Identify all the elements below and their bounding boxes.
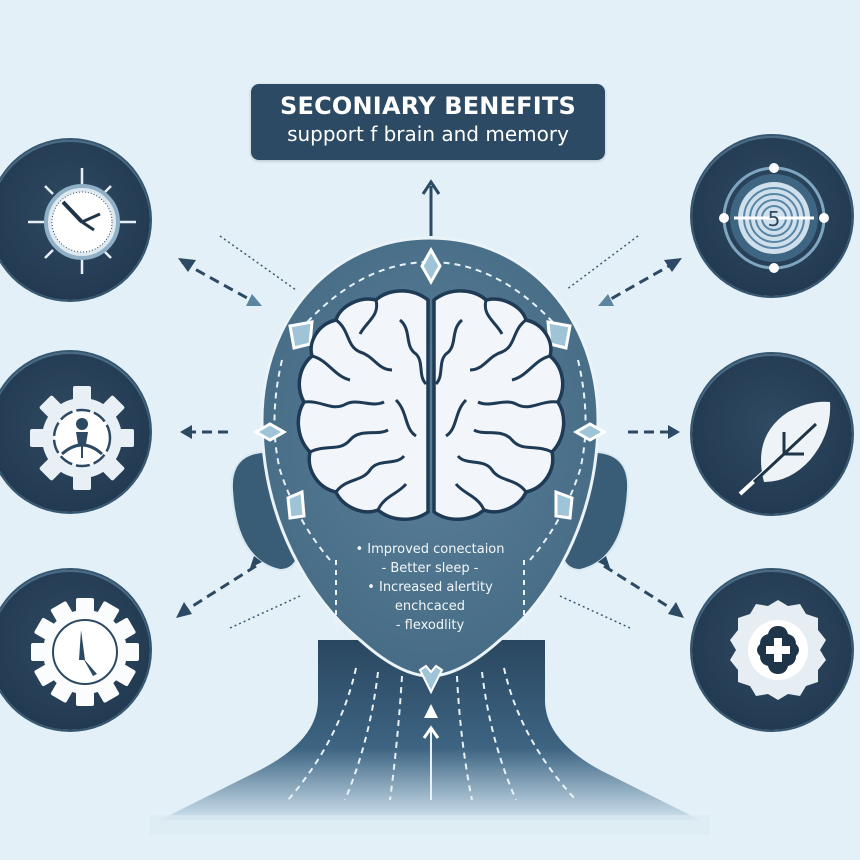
badge-plus-badge bbox=[692, 570, 852, 730]
svg-text:5: 5 bbox=[768, 207, 781, 231]
diamond-lr bbox=[554, 489, 574, 520]
diamond-ll bbox=[286, 489, 306, 520]
clock-icon bbox=[28, 168, 136, 274]
spiral-target-icon: 5 bbox=[719, 163, 829, 273]
benefits-list: • Improved conectaion - Better sleep - •… bbox=[330, 540, 530, 635]
title-banner: SECONIARY BENEFITS support f brain and m… bbox=[251, 84, 605, 160]
gear-clock-icon bbox=[31, 598, 139, 706]
leaf-icon bbox=[738, 401, 831, 496]
benefit-item: enchcaced bbox=[394, 599, 466, 614]
brain-icon bbox=[296, 289, 566, 521]
benefit-item: • Improved conectaion bbox=[355, 542, 505, 557]
benefit-item: • Increased alertity bbox=[367, 580, 493, 595]
spiral-target-badge: 5 bbox=[692, 136, 852, 296]
benefit-item: - flexodlity bbox=[395, 618, 465, 633]
clock-badge bbox=[0, 140, 150, 300]
chin-marker bbox=[418, 664, 444, 695]
diamond-ml bbox=[252, 422, 288, 442]
diamond-top bbox=[420, 246, 442, 286]
benefit-item: - Better sleep - bbox=[381, 561, 479, 576]
leaf-badge bbox=[692, 354, 852, 514]
gear-clock-badge bbox=[0, 570, 150, 730]
badge-plus-icon bbox=[730, 600, 826, 700]
gear-person-icon bbox=[30, 386, 134, 490]
diamond-ul bbox=[288, 320, 314, 350]
page-subtitle: support f brain and memory bbox=[287, 122, 569, 146]
diamond-mr bbox=[572, 422, 608, 442]
gear-person-badge bbox=[0, 352, 150, 512]
page-title: SECONIARY BENEFITS bbox=[280, 92, 576, 120]
